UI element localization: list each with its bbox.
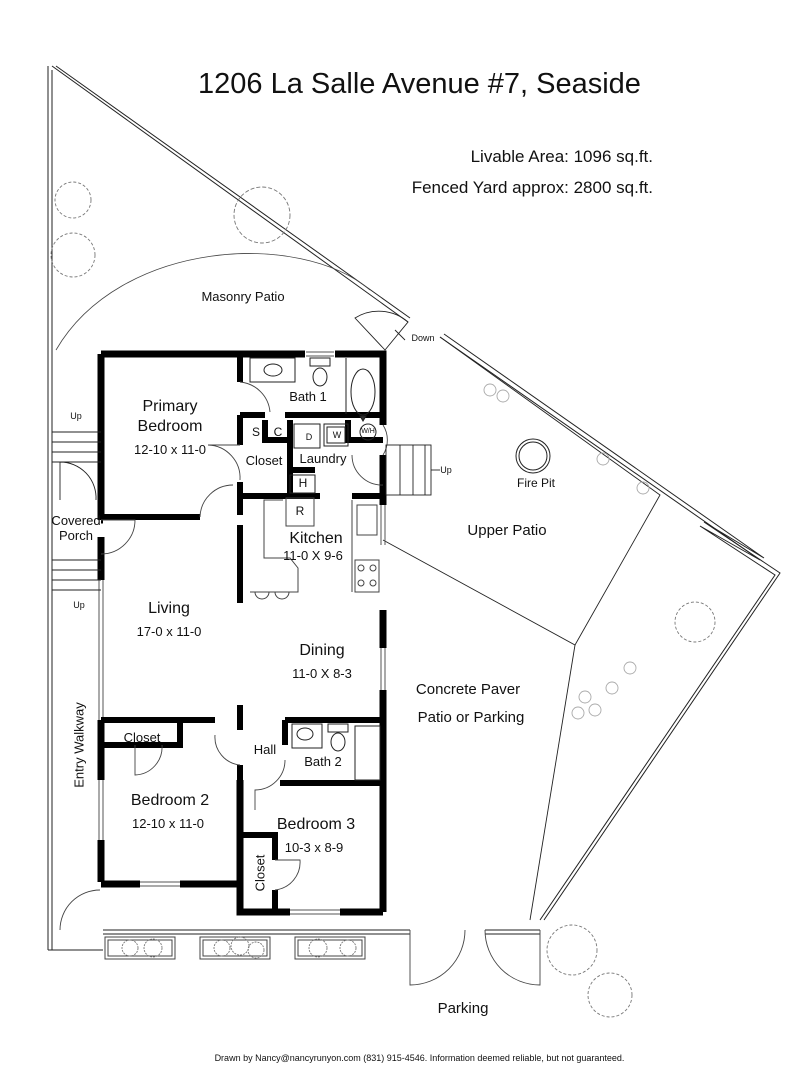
- kitchen-label: Kitchen: [289, 530, 343, 547]
- bedroom3-dims: 10-3 x 8-9: [284, 840, 344, 855]
- dining-dims: 11-0 X 8-3: [292, 666, 352, 681]
- concrete-paver-label-1: Concrete Paver: [415, 681, 521, 698]
- planter-boxes: [104, 936, 366, 960]
- trees: [50, 181, 716, 1018]
- entry-walkway-label: Entry Walkway: [71, 702, 87, 788]
- living-dims: 17-0 x 11-0: [136, 624, 202, 639]
- covered-porch-label-2: Porch: [59, 528, 93, 543]
- livable-area-label: Livable Area: 1096 sq.ft.: [470, 147, 653, 166]
- shelf-c-label: C: [273, 425, 283, 439]
- laundry-fixtures: [289, 423, 377, 494]
- property-fence: [47, 65, 781, 951]
- laundry-up-label: Up: [440, 465, 452, 475]
- masonry-patio-label: Masonry Patio: [201, 289, 285, 304]
- stepping-stones: [483, 383, 650, 720]
- dryer-label: D: [305, 432, 313, 442]
- parking-label: Parking: [437, 1000, 489, 1017]
- hvac-label: H: [298, 476, 308, 490]
- porch-up-label-top: Up: [70, 411, 82, 421]
- footer-credit: Drawn by Nancy@nancyrunyon.com (831) 915…: [214, 1053, 625, 1063]
- dining-label: Dining: [299, 642, 345, 659]
- washer-label: W: [332, 430, 342, 440]
- laundry-label: Laundry: [299, 451, 347, 466]
- door-swings: [59, 381, 541, 986]
- porch-up-label-bottom: Up: [73, 600, 85, 610]
- primary-bedroom-label-1: Primary: [142, 398, 198, 415]
- windows: [98, 351, 386, 915]
- primary-bedroom-dims: 12-10 x 11-0: [133, 442, 207, 457]
- down-stairs-label: Down: [411, 333, 435, 343]
- primary-bedroom-label-2: Bedroom: [137, 418, 203, 435]
- fridge-label: R: [295, 504, 305, 518]
- porch-stairs: [52, 310, 440, 591]
- bedroom2-label: Bedroom 2: [130, 792, 210, 809]
- fire-pit-label: Fire Pit: [516, 476, 556, 490]
- bath1-label: Bath 1: [289, 389, 327, 404]
- patio-outlines: [382, 336, 661, 921]
- fenced-yard-label: Fenced Yard approx: 2800 sq.ft.: [411, 178, 653, 197]
- living-label: Living: [148, 600, 190, 617]
- bedroom3-label: Bedroom 3: [276, 816, 356, 833]
- bedroom2-closet-label: Closet: [123, 730, 161, 745]
- masonry-patio-outline: [55, 253, 371, 351]
- bedroom3-closet-label: Closet: [252, 854, 268, 892]
- hall-label: Hall: [253, 742, 277, 757]
- page-title: 1206 La Salle Avenue #7, Seaside: [198, 68, 641, 100]
- covered-porch-label-1: Covered: [51, 513, 101, 528]
- bedroom2-dims: 12-10 x 11-0: [131, 816, 205, 831]
- shelf-s-label: S: [251, 425, 261, 439]
- bath2-label: Bath 2: [304, 754, 342, 769]
- upper-patio-label: Upper Patio: [467, 522, 547, 539]
- bath1-fixtures: [249, 357, 376, 422]
- water-heater-label: W/H: [361, 428, 375, 435]
- concrete-paver-label-2: Patio or Parking: [417, 709, 525, 726]
- kitchen-dims: 11-0 X 9-6: [283, 548, 343, 563]
- bath2-fixtures: [291, 723, 381, 781]
- primary-closet-label: Closet: [245, 453, 283, 468]
- kitchen-fixtures: [250, 497, 380, 600]
- fire-pit: [515, 438, 551, 474]
